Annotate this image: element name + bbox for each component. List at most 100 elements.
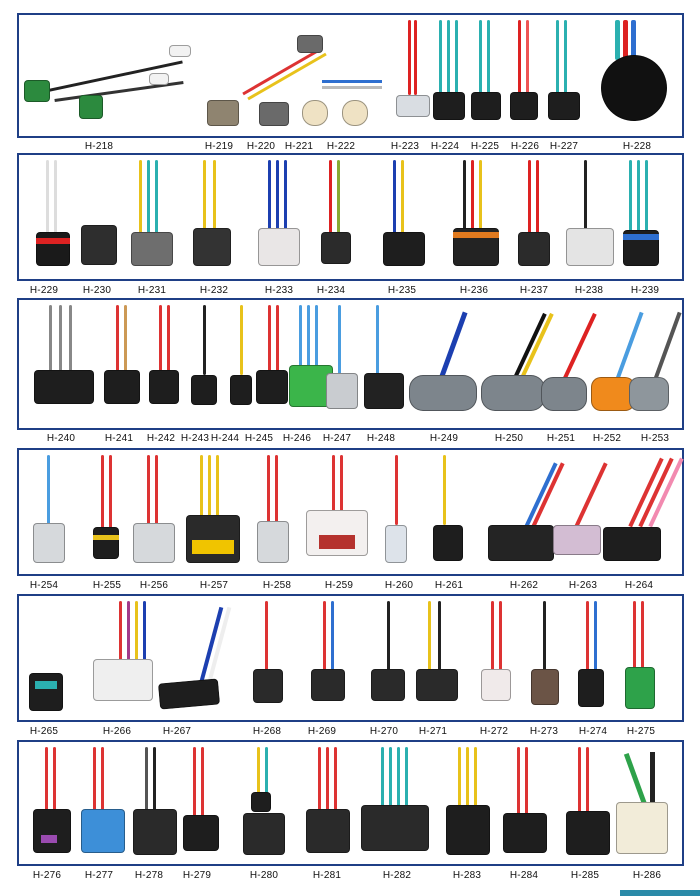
- catalog-panel-3: H-240 H-241 H-242 H-243 H-244 H-245 H-24…: [17, 298, 684, 444]
- product-image-h282: [359, 747, 434, 857]
- product-image-h241: [104, 305, 144, 420]
- part-label: H-267: [162, 726, 192, 737]
- part-label: H-259: [324, 580, 354, 591]
- product-image-h245: [254, 305, 294, 420]
- product-image-h231: [127, 160, 177, 270]
- part-label: H-221: [284, 141, 314, 152]
- product-image-h260: [379, 455, 419, 565]
- product-image-h225: [467, 20, 507, 120]
- product-image-h265: [27, 601, 67, 711]
- product-image-h234: [317, 160, 357, 270]
- product-image-h281: [304, 747, 354, 857]
- product-image-h223: [394, 20, 434, 120]
- part-label: H-255: [92, 580, 122, 591]
- part-label: H-285: [570, 870, 600, 881]
- part-label: H-245: [244, 433, 274, 444]
- part-label: H-271: [418, 726, 448, 737]
- part-label: H-230: [82, 285, 112, 296]
- product-image-h277: [79, 747, 129, 857]
- part-label: H-270: [369, 726, 399, 737]
- part-label: H-246: [282, 433, 312, 444]
- product-image-h237: [514, 160, 554, 270]
- product-image-h236: [449, 160, 499, 270]
- product-image-h247: [324, 305, 364, 420]
- part-label: H-224: [430, 141, 460, 152]
- product-image-h254: [31, 455, 71, 565]
- part-label: H-231: [137, 285, 167, 296]
- catalog-panel-2: H-229 H-230 H-231 H-232 H-233 H-234 H-23…: [17, 153, 684, 296]
- product-image-h229: [34, 160, 74, 270]
- part-label: H-265: [29, 726, 59, 737]
- part-label: H-238: [574, 285, 604, 296]
- product-image-h263: [549, 455, 609, 565]
- part-label: H-273: [529, 726, 559, 737]
- part-label: H-236: [459, 285, 489, 296]
- part-label: H-256: [139, 580, 169, 591]
- part-label: H-258: [262, 580, 292, 591]
- product-image-h286: [614, 747, 674, 857]
- part-label: H-234: [316, 285, 346, 296]
- product-image-h280: [241, 747, 291, 857]
- part-label: H-244: [210, 433, 240, 444]
- catalog-panel-6: H-276 H-277 H-278 H-279 H-280 H-281 H-28…: [17, 740, 684, 881]
- part-label: H-276: [32, 870, 62, 881]
- product-image-h218: [24, 35, 194, 125]
- product-image-h273: [527, 601, 567, 711]
- product-image-h275: [621, 601, 661, 711]
- product-image-h240: [34, 305, 94, 420]
- part-label: H-240: [46, 433, 76, 444]
- part-label: H-229: [29, 285, 59, 296]
- product-image-h224: [429, 20, 469, 120]
- product-image-h256: [131, 455, 181, 565]
- part-label: H-278: [134, 870, 164, 881]
- part-label: H-254: [29, 580, 59, 591]
- product-image-h258: [255, 455, 295, 565]
- product-image-h271: [414, 601, 464, 711]
- product-image-h270: [369, 601, 409, 711]
- part-label: H-277: [84, 870, 114, 881]
- product-image-h243: [187, 305, 227, 420]
- part-label: H-262: [509, 580, 539, 591]
- part-label: H-280: [249, 870, 279, 881]
- part-label: H-283: [452, 870, 482, 881]
- product-image-h267: [157, 601, 239, 711]
- part-label: H-242: [146, 433, 176, 444]
- part-label: H-251: [546, 433, 576, 444]
- part-label: H-218: [84, 141, 114, 152]
- product-image-h255: [89, 455, 129, 565]
- product-image-h249: [409, 305, 479, 420]
- product-image-h248: [362, 305, 407, 420]
- part-label: H-250: [494, 433, 524, 444]
- catalog-panel-4: H-254 H-255 H-256 H-257 H-258 H-259 H-26…: [17, 448, 684, 591]
- catalog-panel-5: H-265 H-266 H-267 H-268 H-269 H-270 H-27…: [17, 594, 684, 737]
- part-label: H-249: [429, 433, 459, 444]
- part-label: H-281: [312, 870, 342, 881]
- product-image-h259: [304, 455, 374, 565]
- part-label: H-219: [204, 141, 234, 152]
- part-label: H-286: [632, 870, 662, 881]
- product-image-h244: [224, 305, 264, 420]
- part-label: H-282: [382, 870, 412, 881]
- part-label: H-261: [434, 580, 464, 591]
- part-label: H-226: [510, 141, 540, 152]
- part-label: H-237: [519, 285, 549, 296]
- part-label: H-220: [246, 141, 276, 152]
- product-image-h268: [249, 601, 289, 711]
- product-image-h266: [89, 601, 169, 711]
- product-image-h283: [444, 747, 494, 857]
- product-image-h230: [79, 160, 119, 270]
- product-image-h272: [479, 601, 519, 711]
- product-image-h285: [564, 747, 614, 857]
- product-image-h226: [506, 20, 546, 120]
- part-label: H-252: [592, 433, 622, 444]
- part-label: H-266: [102, 726, 132, 737]
- part-label: H-284: [509, 870, 539, 881]
- product-image-h274: [574, 601, 614, 711]
- part-label: H-243: [180, 433, 210, 444]
- product-image-h251: [541, 305, 597, 420]
- product-image-h284: [501, 747, 551, 857]
- part-label: H-233: [264, 285, 294, 296]
- product-image-h227: [544, 20, 584, 120]
- product-image-h228: [597, 20, 677, 121]
- product-image-h238: [564, 160, 614, 270]
